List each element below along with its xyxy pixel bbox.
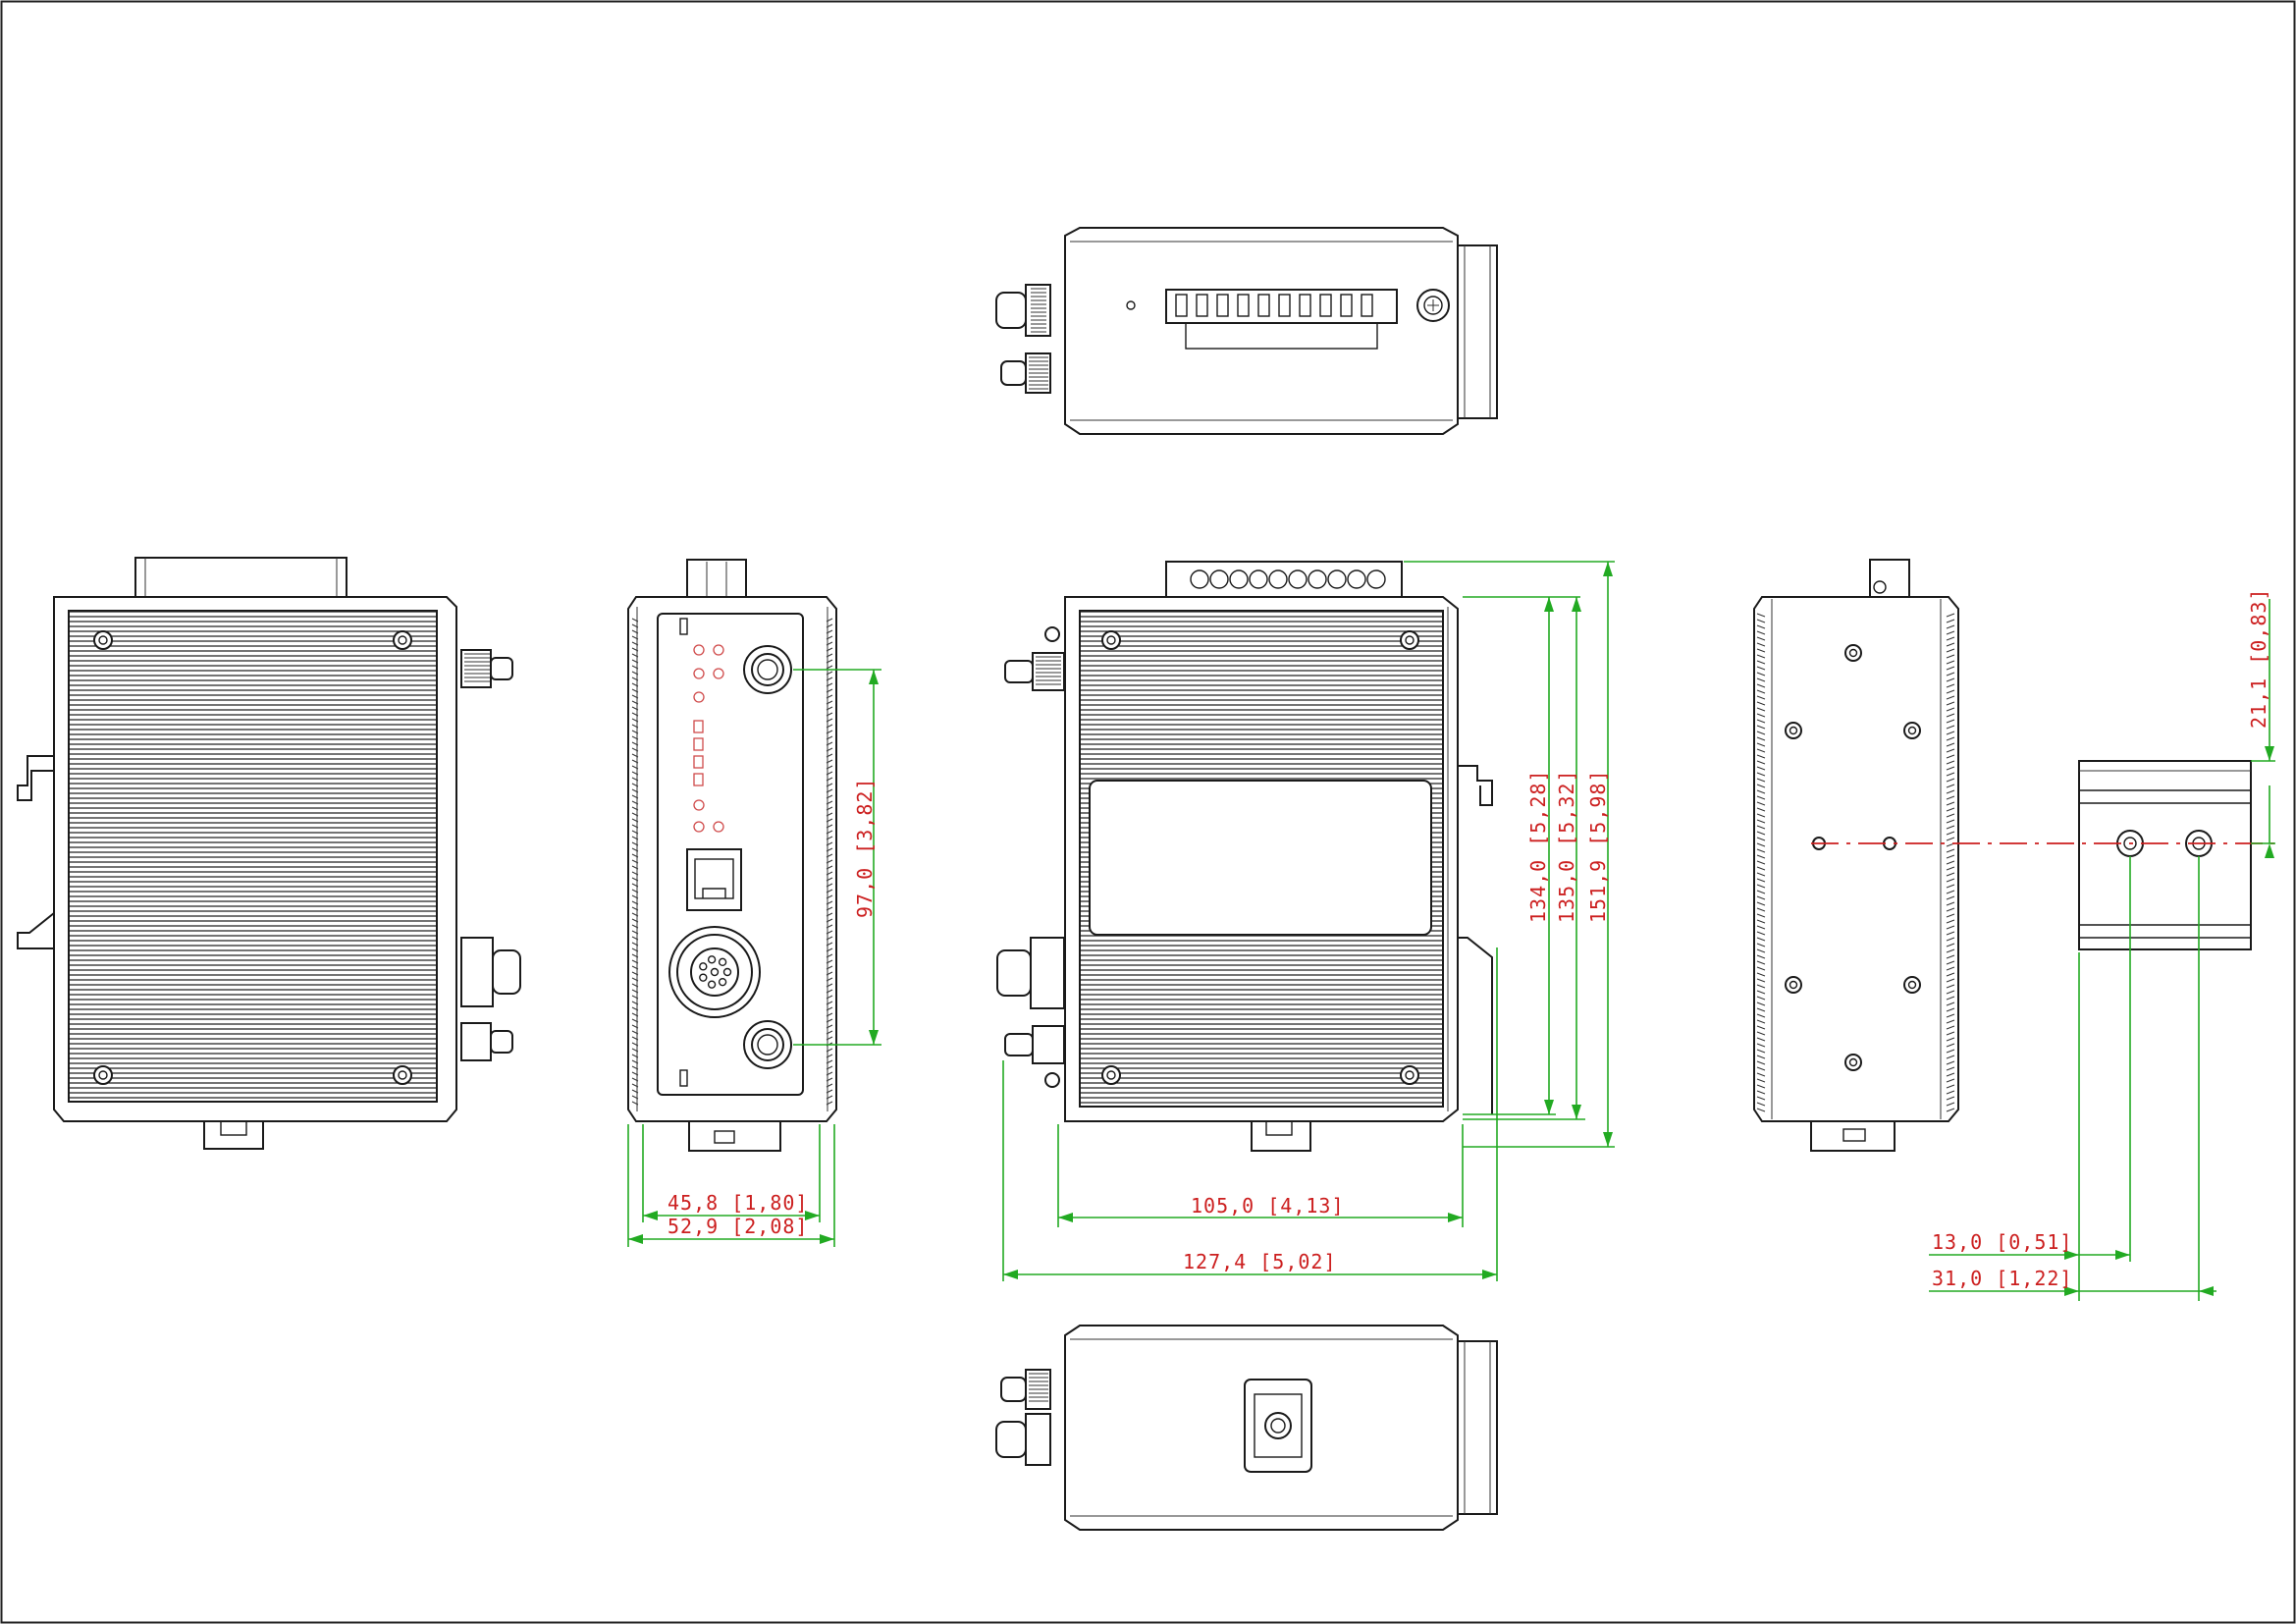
rear-view [17,557,521,1150]
dim-side-height-body: 134,0 [5,28] [1526,770,1550,924]
dim-front-port-spacing: 97,0 [3,82] [853,778,877,918]
sma-connector-side-bottom [1004,1025,1065,1064]
screw-top [1416,289,1450,322]
dim-front-width-outer: 52,9 [2,08] [667,1215,808,1238]
bottom-view [995,1325,1498,1531]
status-leds [693,644,724,833]
antenna-port-top [743,645,792,694]
din-clip-detail [2078,760,2252,950]
dimension-lines [627,561,2275,1301]
label-area [1089,780,1432,936]
front-view [627,559,837,1152]
m12-connector-bottom [995,1413,1051,1466]
rj45-port [686,848,742,911]
sma-connector-rear-top [460,649,513,688]
side-view [996,561,1493,1152]
dimension-labels: 97,0 [3,82] 45,8 [1,80] 52,9 [2,08] 105,… [667,588,2270,1290]
terminal-block-top [1165,289,1398,350]
m12-port-front [668,926,761,1018]
dim-front-width-inner: 45,8 [1,80] [667,1191,808,1215]
terminal-block-side [1165,561,1403,598]
din-clip-bottom [1244,1379,1312,1473]
dim-clip-hole-x2: 31,0 [1,22] [1932,1267,2072,1290]
sma-connector-side-top [1004,652,1065,691]
dim-clip-hole-x1: 13,0 [0,51] [1932,1230,2072,1254]
sma-connector-top [1000,352,1051,394]
dim-clip-hole-offset: 21,1 [0,83] [2247,588,2270,729]
mounting-plate-view [1753,559,1959,1152]
m12-connector-side [996,937,1065,1009]
dim-side-height-din: 135,0 [5,32] [1555,770,1578,924]
m12-connector-rear [460,937,521,1007]
m12-connector-top [995,284,1051,337]
dim-side-depth-body: 105,0 [4,13] [1191,1194,1345,1218]
dim-side-depth-total: 127,4 [5,02] [1183,1250,1337,1273]
sma-connector-bottom [1000,1369,1051,1410]
front-panel [657,613,804,1096]
top-view [995,227,1498,435]
antenna-port-bottom [743,1020,792,1069]
dim-side-height-total: 151,9 [5,98] [1586,770,1610,924]
sma-connector-rear-bottom [460,1022,513,1061]
